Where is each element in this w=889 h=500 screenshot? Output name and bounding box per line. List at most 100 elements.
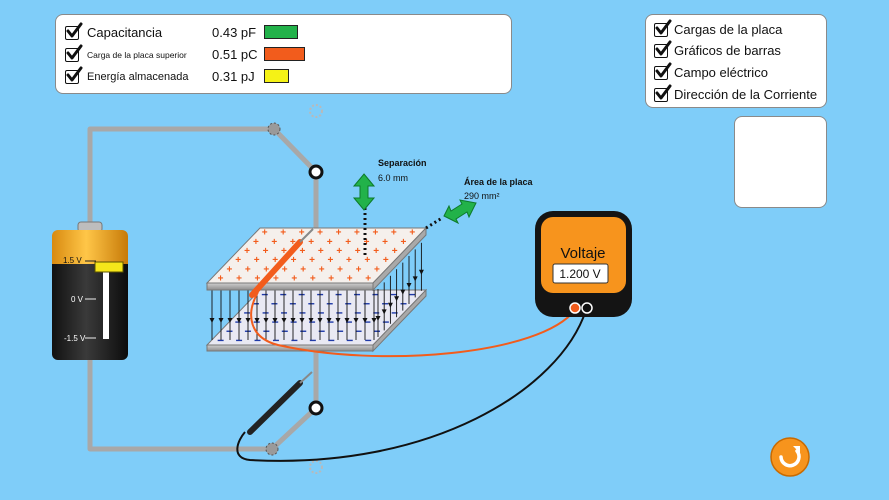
- black-probe-handle[interactable]: [247, 380, 303, 435]
- positive-charge: +: [364, 237, 370, 248]
- field-arrow: [353, 318, 359, 323]
- option-label: Cargas de la placa: [674, 22, 783, 37]
- positive-charge: +: [299, 228, 305, 239]
- checkmark-icon: [66, 22, 83, 38]
- battery-voltage-slider-knob[interactable]: [94, 261, 124, 273]
- reset-button-bg[interactable]: [770, 437, 810, 477]
- top-switch-pivot[interactable]: [267, 122, 281, 136]
- stored-energy-bar: [264, 69, 289, 83]
- voltmeter-reading: 1.200 V: [559, 267, 600, 281]
- stored-energy-checkbox-row[interactable]: [65, 66, 83, 87]
- positive-charge: +: [281, 246, 287, 257]
- positive-charge: +: [291, 255, 297, 266]
- field-arrow: [254, 318, 260, 323]
- bottom-wire: [87, 358, 318, 452]
- separation-arrow-icon[interactable]: [352, 173, 376, 211]
- bottom-switch-alt-node[interactable]: [309, 460, 323, 474]
- positive-charge: +: [354, 228, 360, 239]
- positive-charge: +: [346, 255, 352, 266]
- option-electric-field[interactable]: Campo eléctrico: [654, 62, 768, 80]
- separation-value: 6.0 mm: [378, 173, 408, 183]
- top-switch-contact[interactable]: [308, 164, 324, 180]
- option-bar-graphs[interactable]: Gráficos de barras: [654, 40, 781, 58]
- plate-charge-checkbox-row[interactable]: [65, 44, 83, 65]
- checkmark-icon: [655, 19, 672, 34]
- capacitance-value: 0.43 pF: [212, 25, 257, 40]
- plate-area-value: 290 mm²: [464, 191, 500, 201]
- meters-panel: Capacitancia 0.43 pF Carga de la placa s…: [55, 14, 512, 94]
- capacitance-checkbox-row[interactable]: [65, 22, 83, 43]
- field-arrow: [406, 283, 412, 288]
- stored-energy-label: Energía almacenada: [87, 71, 189, 83]
- plate-charge-checkbox[interactable]: [65, 44, 83, 62]
- positive-charge: +: [317, 228, 323, 239]
- bottom-switch-pivot[interactable]: [265, 442, 279, 456]
- option-plate-charges[interactable]: Cargas de la placa: [654, 19, 783, 37]
- electric-field-checkbox[interactable]: [654, 62, 672, 80]
- positive-charge: +: [290, 237, 296, 248]
- positive-charge: +: [364, 255, 370, 266]
- positive-charge: +: [254, 255, 260, 266]
- red-probe-cable: [250, 291, 576, 358]
- stored-energy-checkbox[interactable]: [65, 66, 83, 84]
- positive-charge: +: [280, 228, 286, 239]
- battery: 1.5 V 0 V -1.5 V: [52, 221, 128, 360]
- field-arrow: [218, 318, 224, 323]
- bar-graphs-checkbox[interactable]: [654, 40, 672, 58]
- switch-nodes[interactable]: [265, 104, 324, 474]
- stored-energy-value: 0.31 pJ: [212, 69, 255, 84]
- top-plate[interactable]: ++++++++++++++++++++++++++++++++++++++++…: [205, 226, 428, 292]
- red-probe-tip: [299, 228, 314, 243]
- battery-label-top: 1.5 V: [63, 256, 82, 265]
- field-arrow: [394, 296, 400, 302]
- bottom-plate-top: [205, 289, 428, 346]
- positive-charge: +: [218, 273, 224, 284]
- battery-slider-track[interactable]: [103, 262, 109, 339]
- plate-charge-value: 0.51 pC: [212, 47, 258, 62]
- option-label: Dirección de la Corriente: [674, 87, 818, 102]
- plate-area-arrow-icon[interactable]: [443, 199, 477, 225]
- bottom-switch-contact[interactable]: [308, 400, 324, 416]
- positive-charge: +: [374, 264, 380, 275]
- plate-area-control[interactable]: Área de la placa 290 mm²: [425, 177, 534, 230]
- battery-band: [52, 240, 128, 264]
- red-probe[interactable]: [249, 228, 314, 298]
- electric-field-lines: [209, 242, 424, 340]
- black-probe[interactable]: [247, 371, 313, 435]
- voltmeter-cables: [236, 291, 587, 462]
- positive-charge: +: [263, 246, 269, 257]
- positive-charge: +: [391, 228, 397, 239]
- positive-charge: +: [300, 264, 306, 275]
- voltmeter[interactable]: Voltaje 1.200 V: [535, 211, 632, 317]
- plate-charges-checkbox[interactable]: [654, 19, 672, 37]
- field-arrow: [272, 318, 278, 323]
- positive-charge: +: [347, 273, 353, 284]
- field-arrow: [290, 318, 296, 323]
- positive-charge: +: [327, 237, 333, 248]
- voltmeter-toolbox[interactable]: [734, 116, 827, 208]
- voltmeter-black-jack: [581, 302, 593, 314]
- red-probe-handle[interactable]: [249, 239, 303, 298]
- current-direction-checkbox[interactable]: [654, 84, 672, 102]
- top-switch-alt-node[interactable]: [309, 104, 323, 118]
- positive-charge: +: [373, 246, 379, 257]
- reset-icon: [779, 449, 801, 468]
- option-current-direction[interactable]: Dirección de la Corriente: [654, 84, 818, 102]
- field-arrow: [418, 269, 424, 275]
- positive-charge: +: [383, 255, 389, 266]
- field-arrow: [227, 318, 233, 323]
- positive-charge: +: [235, 255, 241, 266]
- battery-bottom-section: [52, 258, 128, 360]
- separation-control[interactable]: Separación 6.0 mm: [352, 158, 427, 256]
- top-plate-side: [372, 226, 427, 292]
- field-arrow: [236, 318, 242, 323]
- positive-charge: +: [392, 246, 398, 257]
- separation-title: Separación: [378, 158, 427, 168]
- positive-charge: +: [365, 273, 371, 284]
- positive-charge: +: [244, 246, 250, 257]
- positive-charge: +: [318, 246, 324, 257]
- capacitance-checkbox[interactable]: [65, 22, 83, 40]
- plate-charge-label: Carga de la placa superior: [87, 50, 187, 60]
- reset-button[interactable]: [770, 437, 810, 477]
